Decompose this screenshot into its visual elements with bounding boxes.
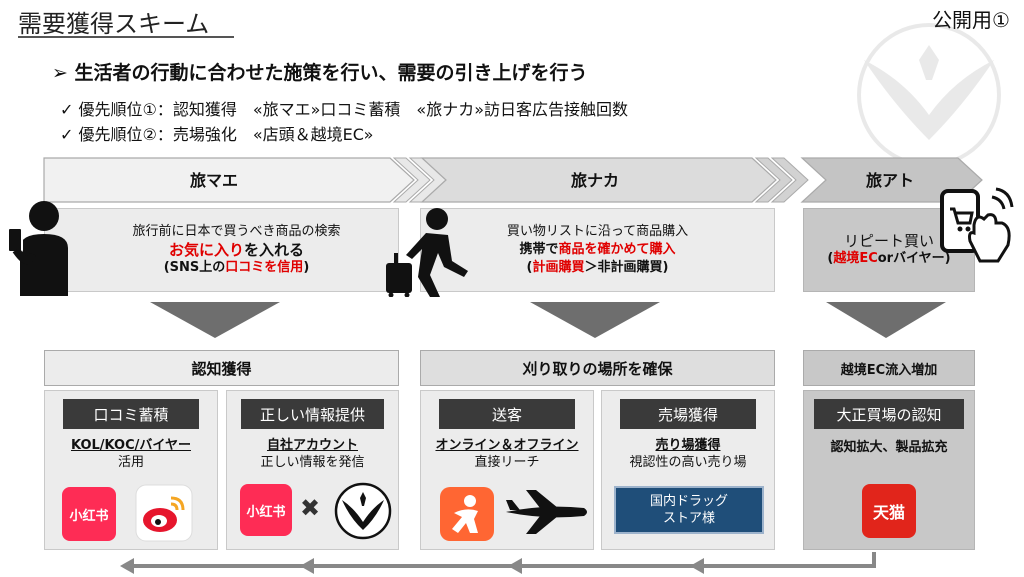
eagle-logo-icon xyxy=(334,482,392,540)
tmall-icon: 天猫 xyxy=(862,484,916,538)
phase-after-line2: orバイヤー) xyxy=(877,251,951,266)
crossborder-tag: 大正買場の認知 xyxy=(814,399,964,429)
trust-reviews-highlight: 口コミを信用 xyxy=(225,260,304,275)
phase-arrows xyxy=(43,157,983,203)
title-underline xyxy=(18,36,234,38)
weibo-icon xyxy=(135,484,193,542)
traveler-icon xyxy=(386,208,468,297)
paren-close: ) xyxy=(303,260,310,275)
phase-before-line1: 旅行前に日本で買うべき商品の検索 xyxy=(132,224,341,239)
crossborder-header: 越境EC流入増加 xyxy=(803,350,975,386)
phase-during-line2: 携帯で xyxy=(519,242,559,257)
paren-open: ( xyxy=(526,260,533,275)
feedback-arrow xyxy=(120,552,876,574)
down-arrow-2 xyxy=(530,302,660,338)
drugstore-line1: 国内ドラッグ xyxy=(649,494,728,509)
referral-line2: 直接リーチ xyxy=(474,455,540,470)
shelf-line1: 売り場獲得 xyxy=(655,438,721,453)
airplane-icon xyxy=(506,490,587,534)
phase-label-before: 旅マエ xyxy=(189,171,238,190)
favorite-highlight: お気に入り xyxy=(168,241,244,259)
phase-before-line2: を入れる xyxy=(244,241,305,259)
awareness-header: 認知獲得 xyxy=(44,350,399,386)
phone-shopping-icon xyxy=(940,187,1014,263)
referral-tag: 送客 xyxy=(439,399,575,429)
shelf-line2: 視認性の高い売り場 xyxy=(629,455,747,470)
public-label: 公開用① xyxy=(932,8,1010,32)
reviews-line1: KOL/KOC/バイヤー xyxy=(70,438,191,453)
shelf-tag: 売場獲得 xyxy=(620,399,756,429)
phase-label-during: 旅ナカ xyxy=(570,171,619,190)
reviews-tag: 口コミ蓄積 xyxy=(63,399,199,429)
referral-line1: オンライン＆オフライン xyxy=(435,438,579,453)
headline: ➢ 生活者の行動に合わせた施策を行い、需要の引き上げを行う xyxy=(52,62,588,84)
paren-open: (SNS上の xyxy=(163,260,226,275)
phase-during-line3: ＞非計画購買) xyxy=(584,260,669,275)
priority-1: ✓ 優先順位①：認知獲得 «旅マエ»口コミ蓄積 «旅ナカ»訪日客広告接触回数 xyxy=(60,100,628,119)
phase-during-line1: 買い物リストに沿って商品購入 xyxy=(506,224,689,239)
page-title: 需要獲得スキーム xyxy=(18,10,210,38)
down-arrow-3 xyxy=(826,302,946,338)
info-tag: 正しい情報提供 xyxy=(241,399,384,429)
crossborder-line1: 認知拡大、製品拡充 xyxy=(830,440,948,455)
verify-purchase-highlight: 商品を確かめて購入 xyxy=(558,242,676,257)
cross-icon: ✖ xyxy=(300,494,321,522)
eagle-watermark-icon xyxy=(857,23,1001,167)
paren-open: ( xyxy=(827,251,834,266)
phase-during-panel: 買い物リストに沿って商品購入 携帯で商品を確かめて購入 (計画購買＞非計画購買) xyxy=(420,208,775,292)
phase-before-panel: 旅行前に日本で買うべき商品の検索 お気に入りを入れる (SNS上の口コミを信用) xyxy=(44,208,399,292)
priority-2: ✓ 優先順位②：売場強化 «店頭＆越境EC» xyxy=(60,125,374,144)
info-line1: 自社アカウント xyxy=(266,438,358,453)
drugstore-line2: ストア様 xyxy=(662,511,715,526)
crossborder-card: 大正買場の認知 認知拡大、製品拡充 xyxy=(803,390,975,550)
crossborder-highlight: 越境EC xyxy=(833,251,878,266)
down-arrow-1 xyxy=(150,302,280,338)
secure-header: 刈り取りの場所を確保 xyxy=(420,350,775,386)
phase-after-line1: リピート買い xyxy=(843,232,934,250)
info-line2: 正しい情報を発信 xyxy=(260,455,365,470)
person-phone-icon xyxy=(7,201,68,296)
drugstore-box: 国内ドラッグ ストア様 xyxy=(614,486,764,534)
xiaohongshu-icon: 小红书 xyxy=(62,487,116,541)
planned-purchase-highlight: 計画購買 xyxy=(532,260,585,275)
xiaohongshu-icon-2: 小红书 xyxy=(240,484,292,536)
dianping-icon xyxy=(440,487,494,541)
reviews-line2: 活用 xyxy=(117,455,144,470)
phase-label-after: 旅アト xyxy=(865,171,914,190)
